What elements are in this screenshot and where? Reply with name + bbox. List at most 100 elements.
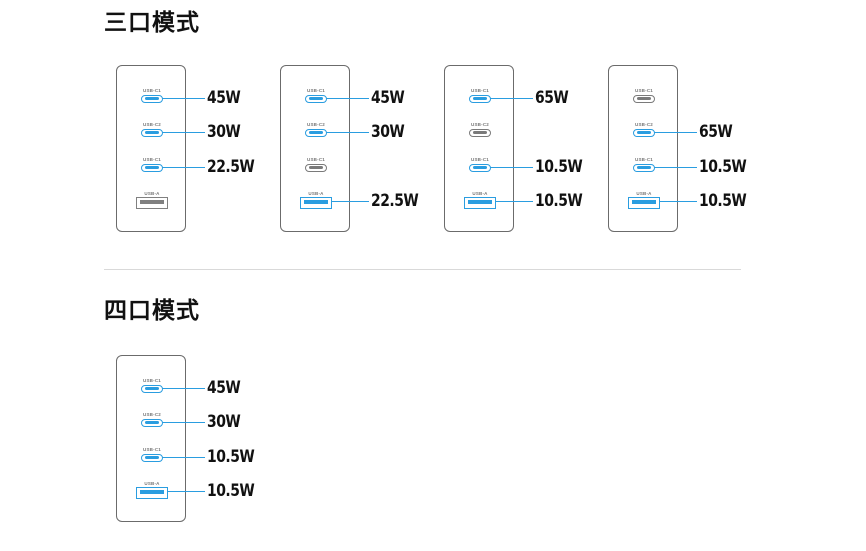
usb-c-port-icon: [141, 419, 163, 427]
usb-a-port: USB-A: [281, 191, 351, 211]
power-output-label: 10.5W: [207, 481, 255, 501]
usb-c-port-icon: [469, 95, 491, 103]
usb-c-port-icon: [633, 129, 655, 137]
three-port-mode-title: 三口模式: [104, 10, 200, 36]
usb-c-port-icon: [633, 164, 655, 172]
connector-line: [490, 167, 533, 168]
port-label: USB-C1: [471, 157, 489, 162]
power-output-label: 65W: [699, 122, 733, 142]
usb-c-port: USB-C1: [281, 88, 351, 108]
power-output-label: 22.5W: [207, 157, 255, 177]
port-label: USB-C1: [635, 157, 653, 162]
usb-a-port-icon: [136, 487, 168, 499]
port-label: USB-C2: [635, 122, 653, 127]
connector-line: [162, 422, 205, 423]
connector-line: [162, 388, 205, 389]
usb-c-port: USB-C1: [117, 447, 187, 467]
usb-c-port: USB-C2: [117, 412, 187, 432]
usb-a-port-icon: [136, 197, 168, 209]
usb-a-port: USB-A: [117, 481, 187, 501]
usb-c-port: USB-C1: [609, 157, 679, 177]
usb-c-port-icon: [305, 164, 327, 172]
usb-c-port: USB-C1: [281, 157, 351, 177]
power-output-label: 10.5W: [535, 157, 583, 177]
usb-c-port-icon: [469, 164, 491, 172]
usb-c-port: USB-C1: [117, 378, 187, 398]
usb-a-port-icon: [300, 197, 332, 209]
port-label: USB-C1: [143, 157, 161, 162]
usb-c-port: USB-C1: [117, 157, 187, 177]
port-label: USB-A: [636, 191, 652, 196]
power-output-label: 30W: [371, 122, 405, 142]
connector-line: [654, 167, 697, 168]
port-label: USB-A: [144, 191, 160, 196]
power-output-label: 22.5W: [371, 191, 419, 211]
port-label: USB-C1: [143, 447, 161, 452]
usb-a-port-icon: [464, 197, 496, 209]
port-label: USB-A: [308, 191, 324, 196]
port-label: USB-C2: [143, 122, 161, 127]
port-label: USB-C2: [307, 122, 325, 127]
usb-c-port-icon: [141, 95, 163, 103]
usb-c-port-icon: [141, 385, 163, 393]
usb-c-port-icon: [305, 129, 327, 137]
port-label: USB-C2: [143, 412, 161, 417]
usb-c-port: USB-C2: [281, 122, 351, 142]
power-output-label: 10.5W: [207, 447, 255, 467]
usb-c-port: USB-C1: [445, 88, 515, 108]
usb-c-port: USB-C2: [117, 122, 187, 142]
power-output-label: 10.5W: [699, 191, 747, 211]
usb-c-port: USB-C2: [609, 122, 679, 142]
usb-a-port: USB-A: [117, 191, 187, 211]
power-output-label: 10.5W: [535, 191, 583, 211]
power-output-label: 10.5W: [699, 157, 747, 177]
connector-line: [162, 167, 205, 168]
section-divider: [104, 269, 741, 270]
power-output-label: 30W: [207, 412, 241, 432]
usb-c-port-icon: [141, 164, 163, 172]
port-label: USB-C2: [471, 122, 489, 127]
power-output-label: 30W: [207, 122, 241, 142]
port-label: USB-C1: [143, 378, 161, 383]
connector-line: [331, 201, 369, 202]
usb-c-port: USB-C1: [445, 157, 515, 177]
power-output-label: 65W: [535, 88, 569, 108]
connector-line: [162, 457, 205, 458]
port-label: USB-C1: [635, 88, 653, 93]
usb-a-port-icon: [628, 197, 660, 209]
port-label: USB-A: [144, 481, 160, 486]
four-port-mode-title: 四口模式: [104, 298, 200, 324]
connector-line: [162, 98, 205, 99]
port-label: USB-C1: [471, 88, 489, 93]
usb-c-port-icon: [469, 129, 491, 137]
usb-c-port-icon: [633, 95, 655, 103]
usb-c-port-icon: [305, 95, 327, 103]
connector-line: [659, 201, 697, 202]
connector-line: [495, 201, 533, 202]
usb-c-port-icon: [141, 454, 163, 462]
usb-c-port-icon: [141, 129, 163, 137]
port-label: USB-A: [472, 191, 488, 196]
connector-line: [326, 98, 369, 99]
connector-line: [167, 491, 205, 492]
power-output-label: 45W: [207, 378, 241, 398]
port-label: USB-C1: [143, 88, 161, 93]
connector-line: [654, 132, 697, 133]
usb-a-port: USB-A: [445, 191, 515, 211]
port-label: USB-C1: [307, 88, 325, 93]
power-output-label: 45W: [371, 88, 405, 108]
connector-line: [490, 98, 533, 99]
power-output-label: 45W: [207, 88, 241, 108]
usb-c-port: USB-C1: [609, 88, 679, 108]
port-label: USB-C1: [307, 157, 325, 162]
usb-c-port: USB-C2: [445, 122, 515, 142]
usb-a-port: USB-A: [609, 191, 679, 211]
connector-line: [326, 132, 369, 133]
usb-c-port: USB-C1: [117, 88, 187, 108]
connector-line: [162, 132, 205, 133]
